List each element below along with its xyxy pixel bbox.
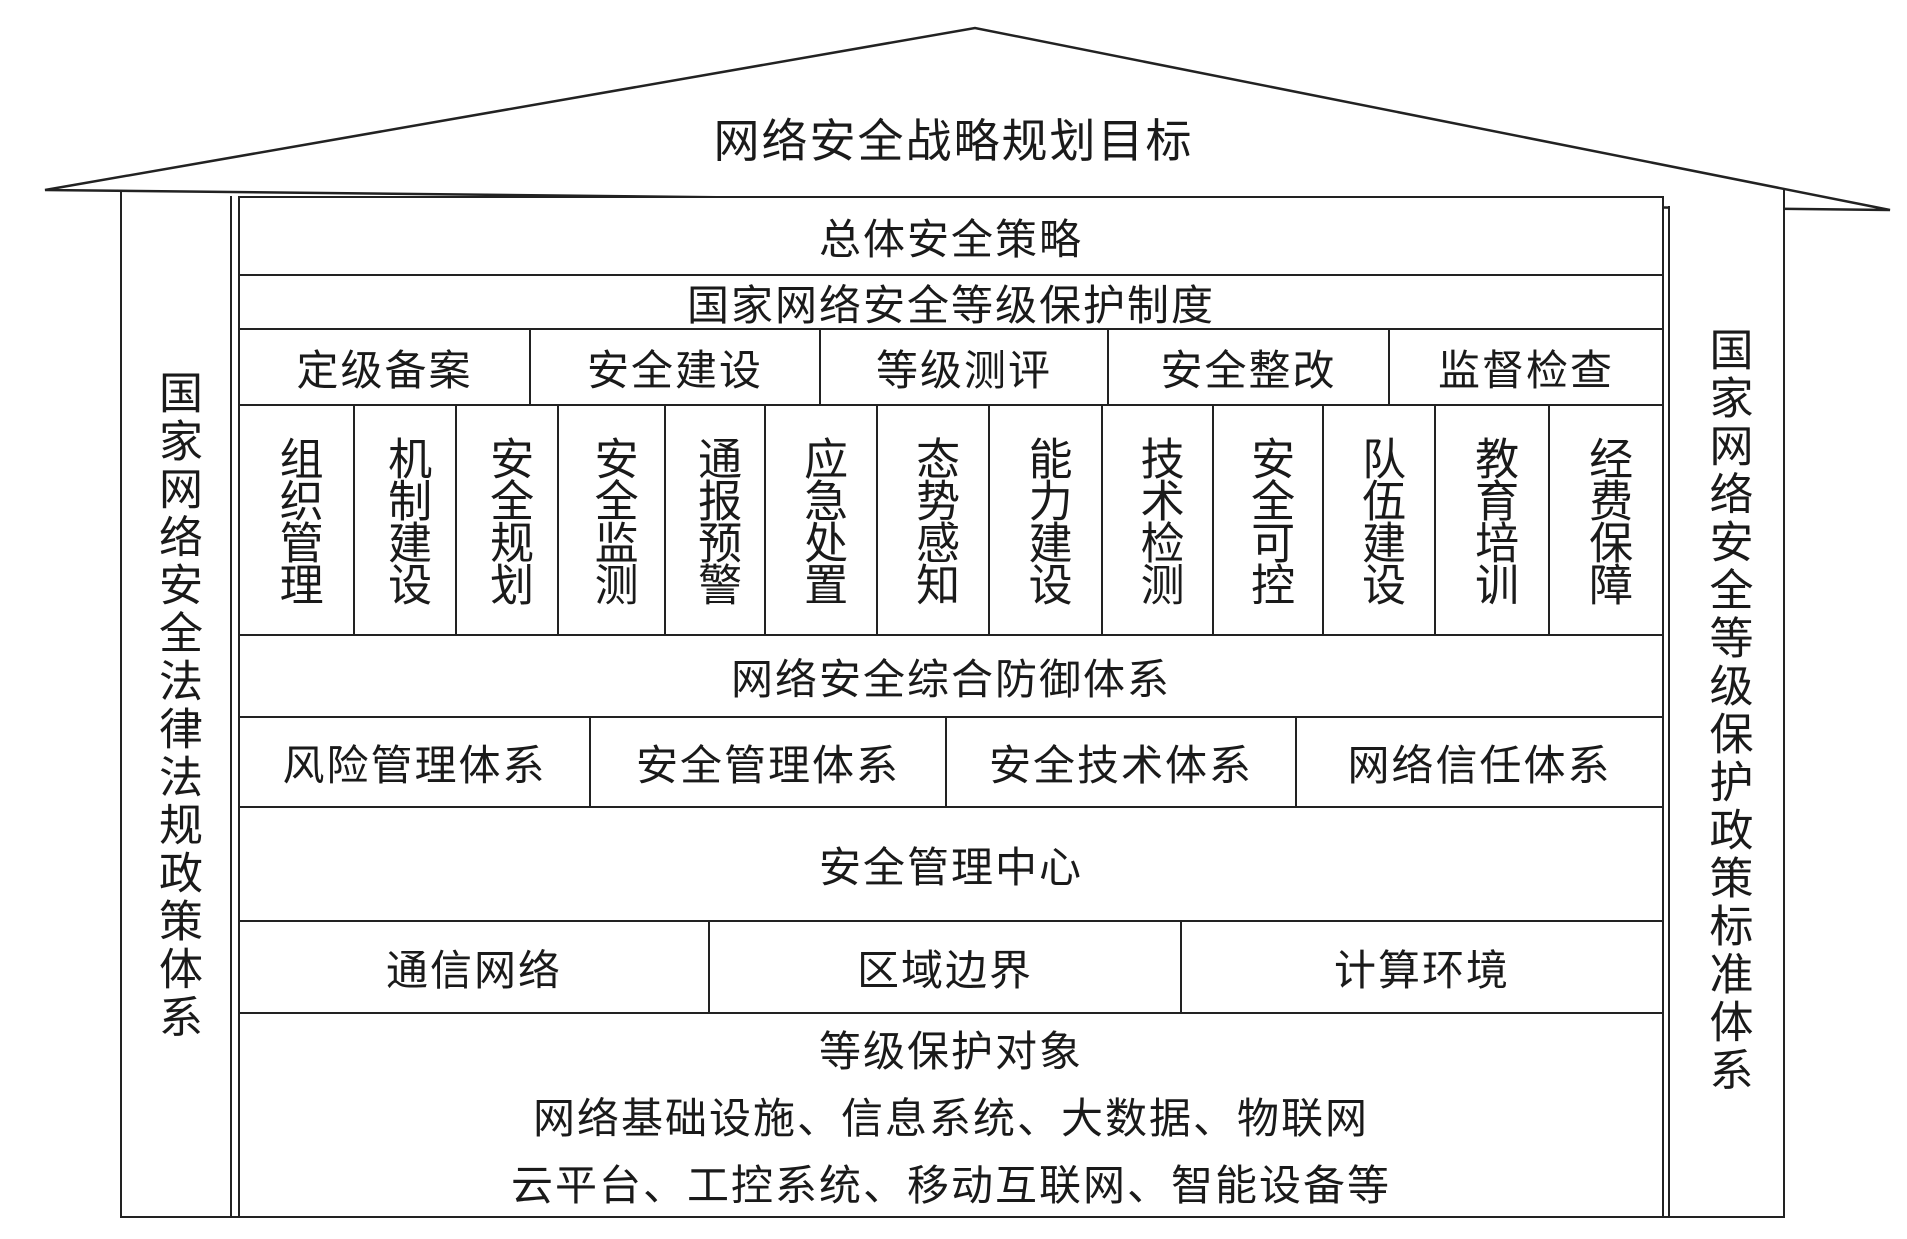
defense-system-label: 网络安全综合防御体系: [730, 654, 1171, 704]
measure-item: 应急处置: [764, 406, 876, 634]
process-step: 安全整改: [1107, 330, 1388, 404]
process-step: 安全建设: [529, 330, 819, 404]
process-step: 监督检查: [1388, 330, 1662, 404]
measure-item: 安全可控: [1212, 406, 1322, 634]
defense-subsystem: 风险管理体系: [282, 740, 547, 790]
infrastructure-item: 区域边界: [708, 922, 1180, 1012]
measure-item: 队伍建设: [1322, 406, 1434, 634]
roof-title: 网络安全战略规划目标: [713, 114, 1194, 168]
infrastructure-item: 计算环境: [1180, 922, 1662, 1012]
mlps-system: 国家网络安全等级保护制度: [238, 274, 1664, 330]
measure-item: 教育培训: [1434, 406, 1548, 634]
measure-item: 能力建设: [988, 406, 1101, 634]
measure-item: 安全规划: [455, 406, 557, 634]
mlps-system-label: 国家网络安全等级保护制度: [686, 280, 1215, 330]
measures-row: 组织管理 机制建设 安全规划 安全监测 通报预警 应急处置 态势感知 能力建设 …: [238, 404, 1664, 636]
measure-item: 机制建设: [353, 406, 455, 634]
overall-strategy: 总体安全策略: [238, 196, 1664, 276]
right-pillar-label: 国家网络安全等级保护政策标准体系: [1701, 327, 1753, 1095]
process-step: 定级备案: [296, 345, 473, 395]
infrastructure-row: 通信网络 区域边界 计算环境: [238, 920, 1664, 1014]
infrastructure-item: 通信网络: [385, 945, 562, 995]
process-steps-row: 定级备案 安全建设 等级测评 安全整改 监督检查: [238, 328, 1664, 406]
measure-item: 态势感知: [876, 406, 988, 634]
overall-strategy-label: 总体安全策略: [818, 214, 1083, 264]
protection-objects-title: 等级保护对象: [818, 1026, 1083, 1076]
defense-subsystem: 安全管理体系: [589, 718, 945, 806]
security-management-center: 安全管理中心: [238, 806, 1664, 922]
protection-objects: 等级保护对象 网络基础设施、信息系统、大数据、物联网 云平台、工控系统、移动互联…: [238, 1012, 1664, 1218]
protection-objects-line2: 云平台、工控系统、移动互联网、智能设备等: [510, 1160, 1391, 1210]
measure-item: 组织管理: [271, 436, 323, 604]
left-pillar-label: 国家网络安全法律法规政策体系: [151, 370, 202, 1042]
defense-subsystem: 网络信任体系: [1295, 718, 1662, 806]
protection-objects-line1: 网络基础设施、信息系统、大数据、物联网: [532, 1093, 1369, 1143]
process-step: 等级测评: [819, 330, 1107, 404]
defense-subsystems-row: 风险管理体系 安全管理体系 安全技术体系 网络信任体系: [238, 716, 1664, 808]
measure-item: 技术检测: [1101, 406, 1212, 634]
defense-subsystem: 安全技术体系: [945, 718, 1295, 806]
measure-item: 通报预警: [664, 406, 764, 634]
security-management-center-label: 安全管理中心: [818, 842, 1083, 892]
left-pillar: 国家网络安全法律法规政策体系: [120, 196, 232, 1218]
right-pillar: 国家网络安全等级保护政策标准体系: [1668, 206, 1785, 1218]
measure-item: 安全监测: [557, 406, 664, 634]
measure-item: 经费保障: [1548, 406, 1662, 634]
defense-system: 网络安全综合防御体系: [238, 634, 1664, 718]
